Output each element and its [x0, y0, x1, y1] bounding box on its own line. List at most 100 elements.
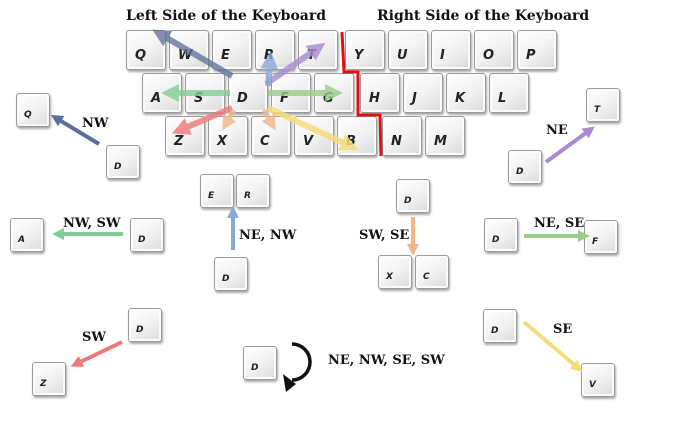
key-label: P: [526, 48, 536, 63]
example-sw-se-source-key: D: [396, 179, 430, 213]
example-ne-se-target-key: F: [584, 220, 618, 254]
label-ne: NE: [546, 123, 568, 138]
key-label: F: [592, 237, 599, 247]
key-label: M: [434, 134, 447, 149]
key-label: D: [491, 326, 499, 336]
keyboard-key-g: G: [314, 73, 354, 113]
key-label: A: [18, 235, 25, 245]
keyboard-key-s: S: [185, 73, 225, 113]
key-label: J: [412, 91, 417, 106]
label-ne-se: NE, SE: [534, 216, 585, 231]
label-sw-se: SW, SE: [359, 228, 410, 243]
key-label: L: [498, 91, 507, 106]
label-sw: SW: [82, 330, 106, 345]
key-label: X: [217, 134, 228, 149]
key-label: R: [264, 48, 275, 63]
key-label: R: [244, 191, 251, 201]
keyboard-key-r: R: [255, 30, 295, 70]
key-label: D: [138, 235, 146, 245]
key-label: B: [346, 134, 356, 149]
keyboard-key-h: H: [360, 73, 400, 113]
example-ne-se-source-key: D: [484, 218, 518, 252]
key-label: S: [194, 91, 204, 106]
key-label: K: [455, 91, 466, 106]
keyboard-key-i: I: [431, 30, 471, 70]
key-label: F: [280, 91, 289, 106]
key-label: U: [397, 48, 408, 63]
key-label: X: [386, 272, 393, 282]
key-label: W: [178, 48, 193, 63]
keyboard-key-x: X: [208, 116, 248, 156]
keyboard-key-e: E: [212, 30, 252, 70]
keyboard-key-j: J: [403, 73, 443, 113]
example-se-target-key: V: [581, 363, 615, 397]
key-label: D: [492, 235, 500, 245]
label-ne-nw: NE, NW: [239, 228, 297, 243]
keyboard-key-y: Y: [345, 30, 385, 70]
arrow-sw: [70, 340, 123, 367]
key-label: G: [323, 91, 334, 106]
key-label: D: [404, 196, 412, 206]
keyboard-key-a: A: [142, 73, 182, 113]
key-label: V: [303, 134, 314, 149]
key-label: A: [151, 91, 162, 106]
example-ne-nw-source-key: D: [214, 257, 248, 291]
keyboard-key-u: U: [388, 30, 428, 70]
key-label: D: [222, 274, 230, 284]
example-ne-target-key: T: [586, 88, 620, 122]
key-label: Y: [354, 48, 364, 63]
key-label: T: [594, 105, 601, 115]
keyboard-key-w: W: [169, 30, 209, 70]
example-nw-sw-target-key: A: [10, 218, 44, 252]
key-label: Q: [24, 110, 32, 120]
label-all-directions: NE, NW, SE, SW: [328, 353, 445, 368]
keyboard-key-b: B: [337, 116, 377, 156]
key-label: I: [440, 48, 445, 63]
example-nw-source-key: D: [106, 145, 140, 179]
keyboard-key-q: Q: [126, 30, 166, 70]
keyboard-key-f: F: [271, 73, 311, 113]
keyboard-key-t: T: [298, 30, 338, 70]
key-label: N: [391, 134, 402, 149]
keyboard-key-l: L: [489, 73, 529, 113]
label-nw-sw: NW, SW: [63, 216, 121, 231]
keyboard-key-d: D: [228, 73, 268, 113]
example-sw-target-key: Z: [32, 362, 66, 396]
key-label: Z: [174, 134, 184, 149]
keyboard-key-v: V: [294, 116, 334, 156]
key-label: C: [423, 272, 430, 282]
key-label: D: [114, 162, 122, 172]
example-sw-se-target-key-x: X: [378, 255, 412, 289]
example-sw-source-key: D: [128, 308, 162, 342]
keyboard-key-n: N: [382, 116, 422, 156]
example-ne-nw-target-key-e: E: [200, 174, 234, 208]
key-label: V: [589, 380, 596, 390]
label-nw: NW: [82, 116, 109, 131]
example-ne-source-key: D: [508, 150, 542, 184]
key-label: D: [136, 325, 144, 335]
keyboard-key-k: K: [446, 73, 486, 113]
key-label: D: [237, 91, 248, 106]
key-label: Q: [135, 48, 147, 63]
example-nw-target-key: Q: [16, 93, 50, 127]
key-label: D: [516, 167, 524, 177]
keyboard-key-z: Z: [165, 116, 205, 156]
rotate-arrow-icon: [283, 342, 312, 392]
example-all-directions-key: D: [243, 346, 277, 380]
keyboard-key-p: P: [517, 30, 557, 70]
left-side-heading: Left Side of the Keyboard: [126, 8, 327, 24]
example-sw-se-target-key-c: C: [415, 255, 449, 289]
keyboard-key-m: M: [425, 116, 465, 156]
key-label: T: [307, 48, 316, 63]
key-label: E: [221, 48, 230, 63]
key-label: O: [483, 48, 495, 63]
right-side-heading: Right Side of the Keyboard: [377, 8, 590, 24]
key-label: D: [251, 363, 259, 373]
example-se-source-key: D: [483, 309, 517, 343]
keyboard-key-c: C: [251, 116, 291, 156]
key-label: Z: [40, 379, 47, 389]
key-label: H: [369, 91, 380, 106]
keyboard-key-o: O: [474, 30, 514, 70]
label-se: SE: [553, 322, 573, 337]
example-ne-nw-target-key-r: R: [236, 174, 270, 208]
